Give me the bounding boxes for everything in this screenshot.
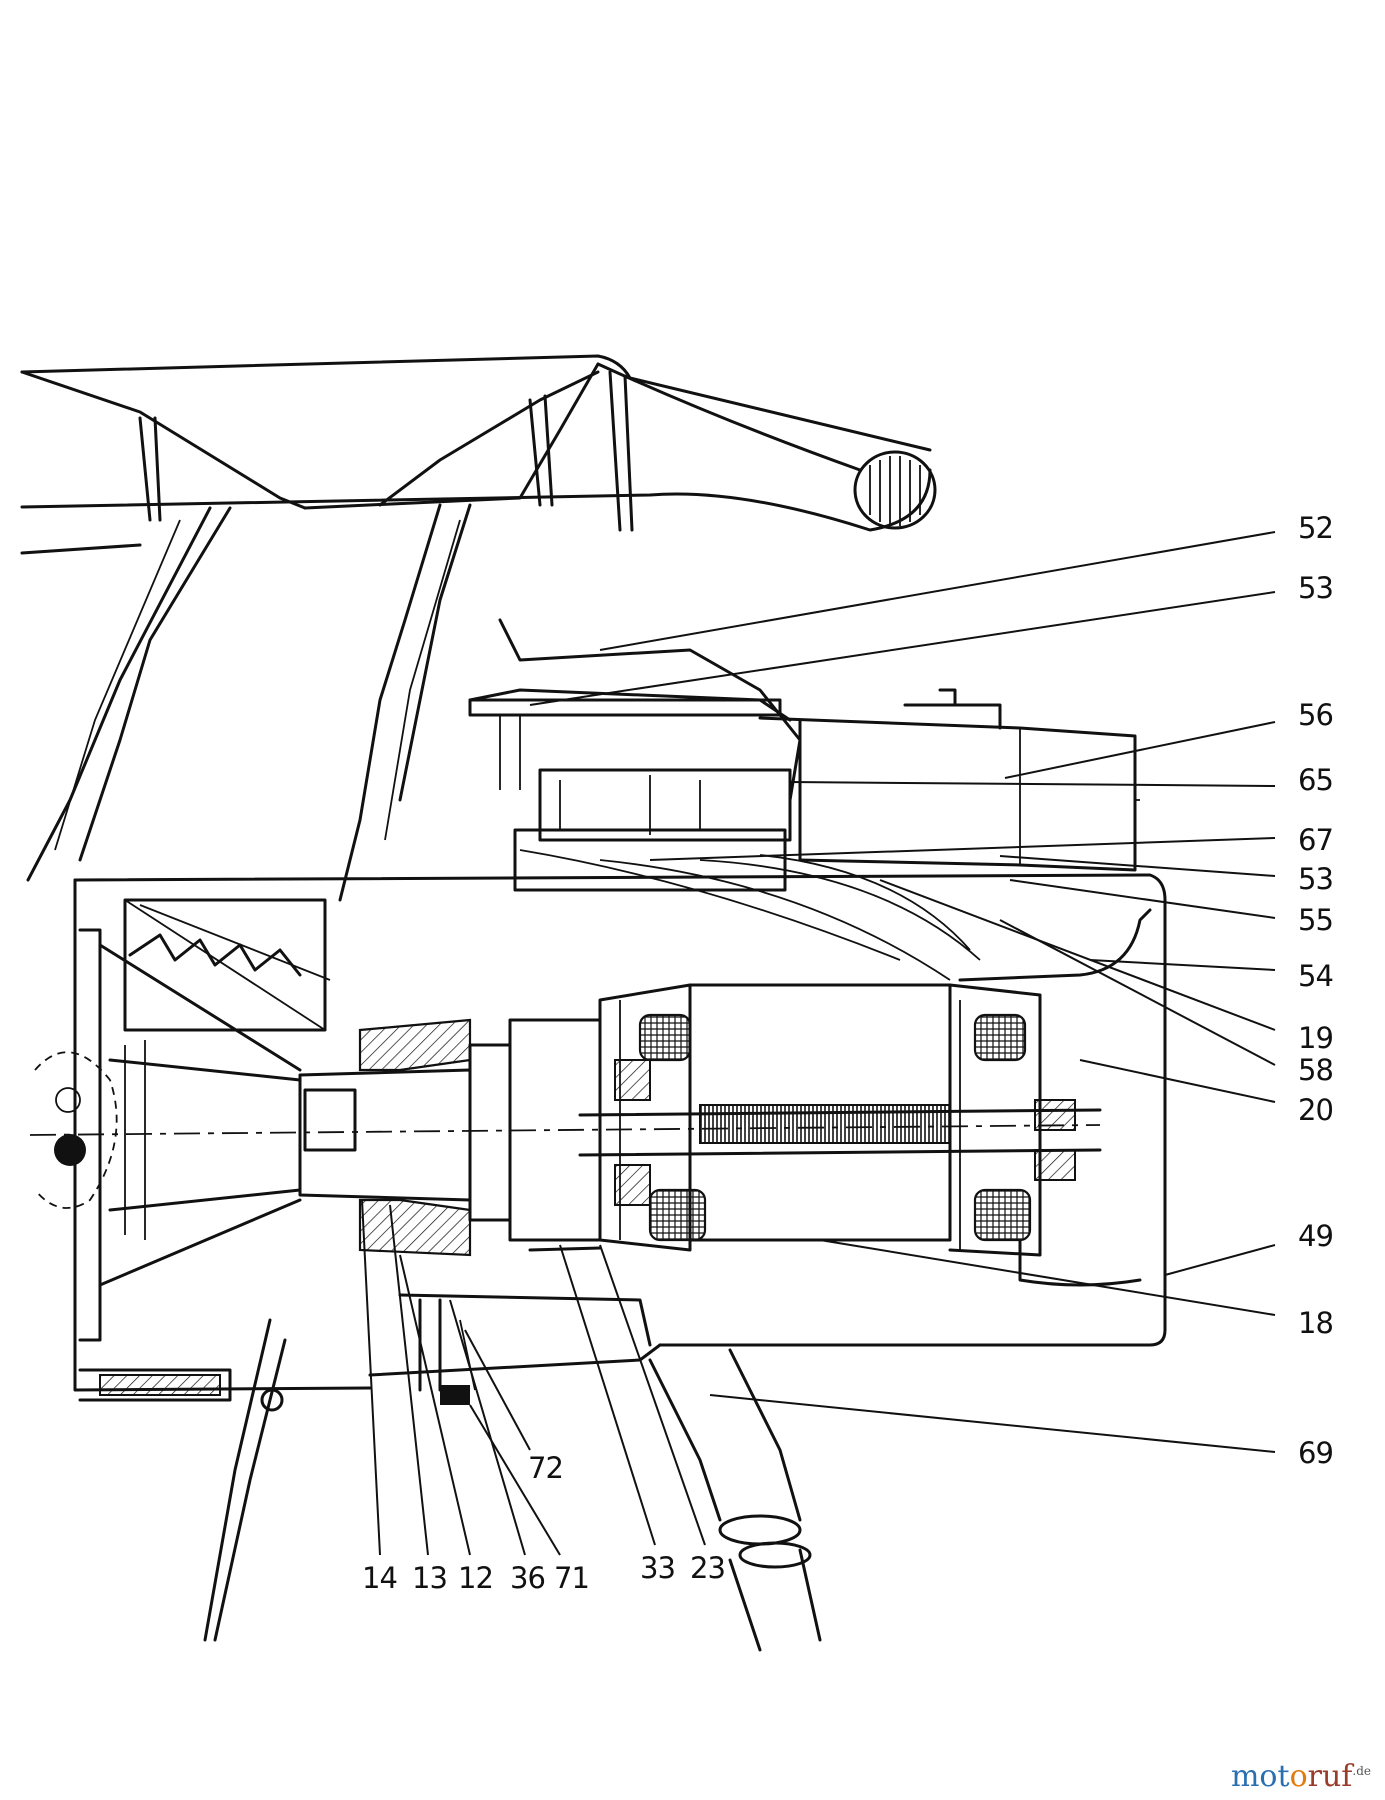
callout-53: 53 bbox=[1298, 571, 1333, 605]
callout-33: 33 bbox=[640, 1551, 675, 1585]
callout-53b: 53 bbox=[1298, 862, 1333, 896]
callout-36: 36 bbox=[510, 1561, 545, 1595]
watermark-part2: o bbox=[1289, 1759, 1308, 1794]
callout-65: 65 bbox=[1298, 763, 1333, 797]
watermark-logo: motoruf.de bbox=[1231, 1759, 1371, 1794]
watermark-part1: mot bbox=[1230, 1759, 1290, 1794]
callout-18: 18 bbox=[1298, 1306, 1333, 1340]
callout-56: 56 bbox=[1298, 698, 1333, 732]
callout-71: 71 bbox=[554, 1561, 589, 1595]
callout-69: 69 bbox=[1298, 1436, 1333, 1470]
callout-leaders-bottom bbox=[361, 1199, 706, 1556]
callout-20: 20 bbox=[1298, 1093, 1333, 1127]
callout-55: 55 bbox=[1298, 903, 1333, 937]
hopper bbox=[20, 354, 937, 902]
callout-19: 19 bbox=[1298, 1021, 1333, 1055]
callout-leaders-right bbox=[529, 531, 1276, 1453]
motor-body bbox=[29, 849, 1167, 1652]
callout-labels-right: 52 53 56 65 67 53 55 54 19 58 20 49 18 6… bbox=[1298, 511, 1334, 1470]
callout-54: 54 bbox=[1298, 959, 1333, 993]
watermark-part3: ruf bbox=[1307, 1759, 1353, 1794]
callout-13: 13 bbox=[412, 1561, 447, 1595]
callout-58: 58 bbox=[1298, 1053, 1333, 1087]
callout-72: 72 bbox=[528, 1451, 563, 1485]
callout-14: 14 bbox=[362, 1561, 397, 1595]
callout-52: 52 bbox=[1298, 511, 1333, 545]
callout-12: 12 bbox=[458, 1561, 493, 1595]
callout-67: 67 bbox=[1298, 823, 1333, 857]
motor-cover bbox=[468, 618, 1140, 892]
callout-49: 49 bbox=[1298, 1219, 1333, 1253]
callout-23: 23 bbox=[690, 1551, 725, 1585]
watermark-suffix: .de bbox=[1352, 1764, 1371, 1778]
callout-labels-bottom: 72 14 13 12 36 71 33 23 bbox=[362, 1451, 726, 1595]
